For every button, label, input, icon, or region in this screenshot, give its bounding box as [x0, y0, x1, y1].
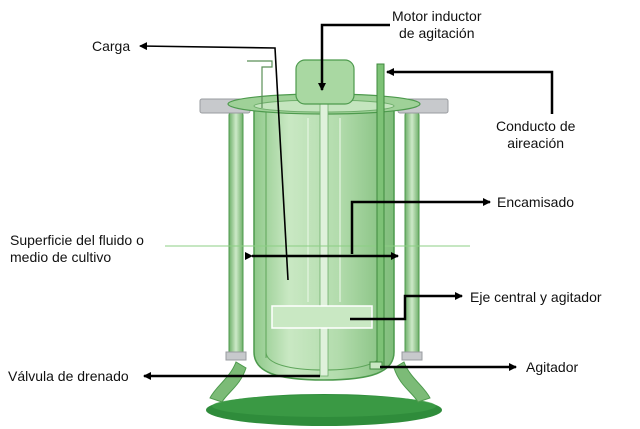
label-conducto: Conducto de aireación [496, 118, 576, 151]
label-eje: Eje central y agitador [470, 289, 602, 305]
motor-housing [295, 59, 355, 105]
right-leg [393, 361, 431, 403]
label-superficie: Superficie del fluido o medio de cultivo [10, 232, 144, 265]
motor-leader [318, 23, 390, 91]
label-agitador: Agitador [526, 359, 579, 375]
aeration-tube [376, 63, 385, 369]
aeration-tube-tip [369, 361, 383, 370]
central-shaft [319, 99, 329, 377]
left-pole-foot [225, 351, 247, 361]
right-support-pole [404, 111, 420, 359]
left-leg [209, 361, 247, 403]
encamisado-leader [350, 198, 491, 254]
label-motor: Motor inductor de agitación [392, 8, 482, 41]
label-valvula: Válvula de drenado [8, 368, 129, 384]
right-pole-foot [401, 351, 423, 361]
label-carga: Carga [92, 38, 131, 54]
eje-leader [350, 292, 463, 321]
impeller [271, 305, 373, 329]
label-encamisado: Encamisado [497, 194, 575, 210]
base-plate-highlight [212, 395, 436, 417]
charge-tube [247, 60, 273, 108]
left-support-pole [228, 111, 244, 359]
carga-leader [139, 42, 289, 281]
conducto-leader [386, 68, 554, 114]
